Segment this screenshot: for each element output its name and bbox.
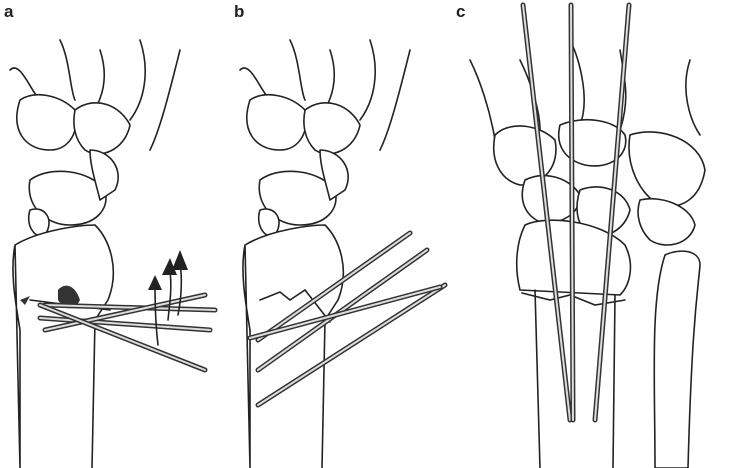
panel-label-c: c — [456, 2, 466, 21]
panel-label-b: b — [234, 2, 245, 21]
panel-c-wrist-drawing — [469, 2, 706, 468]
panel-b-wrist-drawing — [239, 39, 448, 468]
panel-label-a: a — [4, 2, 14, 21]
panel-a-wrist-drawing — [9, 39, 218, 468]
